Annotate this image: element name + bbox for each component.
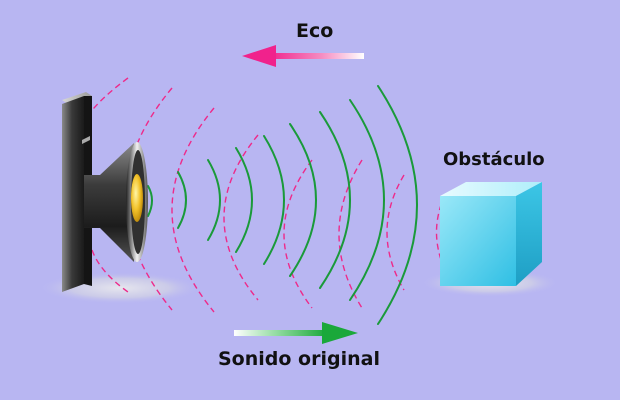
outgoing-wave bbox=[319, 111, 351, 289]
echo-wave bbox=[91, 249, 129, 293]
outgoing-wave bbox=[207, 159, 221, 241]
speaker-panel bbox=[62, 92, 92, 292]
outgoing-wave bbox=[177, 171, 187, 229]
echo-label: Eco bbox=[296, 20, 334, 42]
original-sound-arrow bbox=[234, 322, 358, 344]
obstacle-label: Obstáculo bbox=[443, 149, 545, 170]
outgoing-waves bbox=[147, 85, 418, 325]
outgoing-wave bbox=[263, 135, 285, 265]
echo-wave bbox=[171, 107, 215, 313]
original-sound-label: Sonido original bbox=[218, 348, 380, 370]
cube-icon bbox=[440, 182, 542, 286]
echo-wave bbox=[283, 159, 313, 309]
outgoing-wave bbox=[235, 147, 253, 253]
speaker-icon bbox=[84, 142, 148, 262]
echo-waves bbox=[75, 77, 446, 313]
echo-wave bbox=[386, 174, 405, 291]
echo-arrow bbox=[242, 45, 364, 67]
outgoing-wave bbox=[289, 123, 317, 277]
outgoing-wave bbox=[147, 185, 153, 217]
outgoing-wave bbox=[377, 85, 418, 325]
outgoing-wave bbox=[349, 99, 385, 301]
echo-wave bbox=[223, 134, 259, 301]
